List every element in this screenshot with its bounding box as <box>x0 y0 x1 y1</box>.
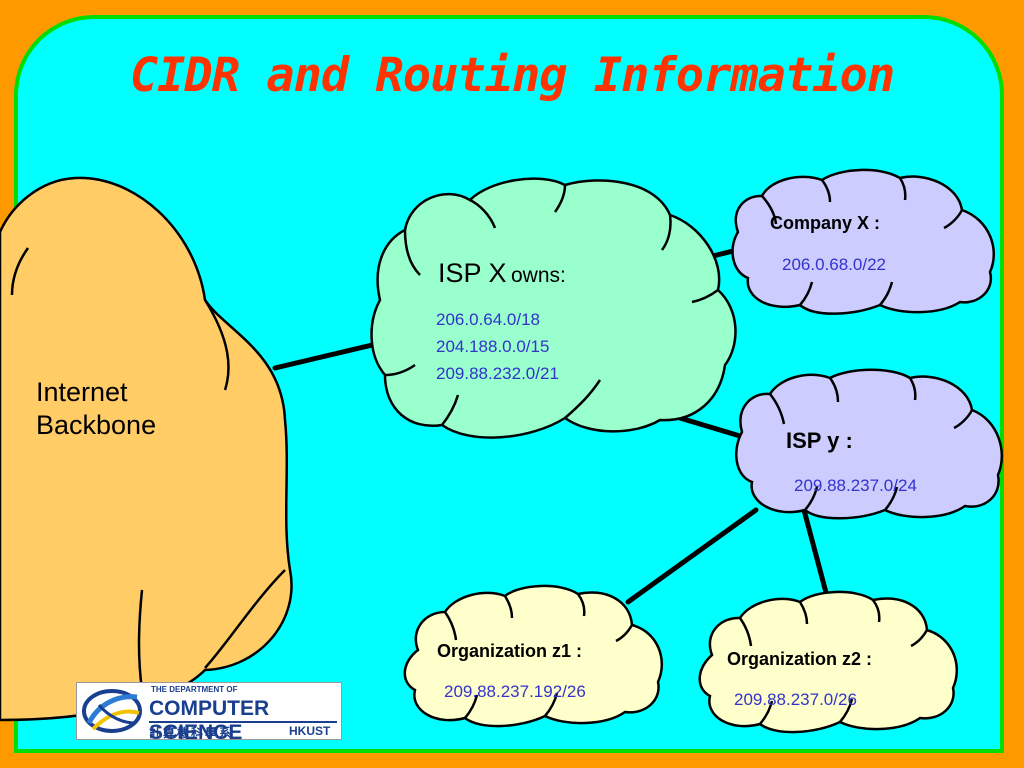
logo-school-text: HKUST <box>289 724 331 738</box>
link-backbone-ispx <box>272 339 388 371</box>
org-z1-cloud <box>403 584 663 728</box>
hkust-swirl-logo-icon <box>82 689 142 733</box>
org-z1-cloud-fold <box>443 593 634 719</box>
isp-y-address: 209.88.237.0/24 <box>794 476 917 495</box>
department-logo: THE DEPARTMENT OF COMPUTER SCIENCE 計算機科學… <box>76 682 342 744</box>
logo-main-text: COMPUTER SCIENCE <box>149 697 270 744</box>
org-z1-address: 209.88.237.192/26 <box>444 682 586 701</box>
link-ispy-orgz2 <box>801 507 831 603</box>
isp-x-address-3: 209.88.232.0/21 <box>436 364 559 383</box>
company-x-label: Company X : <box>770 213 881 233</box>
org-z1-label: Organization z1 : <box>437 641 583 661</box>
isp-y-label: ISP y : <box>786 428 853 453</box>
org-z2-address: 209.88.237.0/26 <box>734 690 857 709</box>
isp-x-cloud <box>370 177 737 439</box>
isp-x-name: ISP X <box>438 258 507 288</box>
isp-x-label: ISP X owns: <box>438 258 566 289</box>
logo-chinese-text: 計算機科學系 <box>149 726 234 740</box>
org-z2-cloud-fold <box>738 599 929 725</box>
company-x-cloud <box>731 168 995 315</box>
link-ispx-ispy <box>677 415 743 439</box>
isp-x-address-1: 206.0.64.0/18 <box>436 310 540 329</box>
isp-x-address-list: 206.0.64.0/18 204.188.0.0/15 209.88.232.… <box>436 306 559 387</box>
logo-divider <box>149 721 337 723</box>
backbone-label: Internet Backbone <box>36 376 156 442</box>
slide-title: CIDR and Routing Information <box>129 48 895 103</box>
backbone-label-line1: Internet <box>36 377 128 407</box>
link-ispy-orgz1 <box>625 507 759 605</box>
org-z2-cloud <box>698 590 958 734</box>
isp-x-cloud-fold <box>384 184 719 426</box>
logo-small-text: THE DEPARTMENT OF <box>151 685 238 694</box>
backbone-cloud <box>0 176 293 722</box>
org-z2-label: Organization z2 : <box>727 649 873 669</box>
isp-y-cloud <box>735 368 1003 520</box>
company-x-cloud-fold <box>761 177 964 306</box>
isp-x-address-2: 204.188.0.0/15 <box>436 337 550 356</box>
isp-y-cloud-fold <box>769 377 974 511</box>
company-x-address: 206.0.68.0/22 <box>782 255 886 274</box>
isp-x-suffix: owns: <box>511 264 566 287</box>
backbone-label-line2: Backbone <box>36 410 157 440</box>
backbone-cloud-fold <box>10 247 286 691</box>
